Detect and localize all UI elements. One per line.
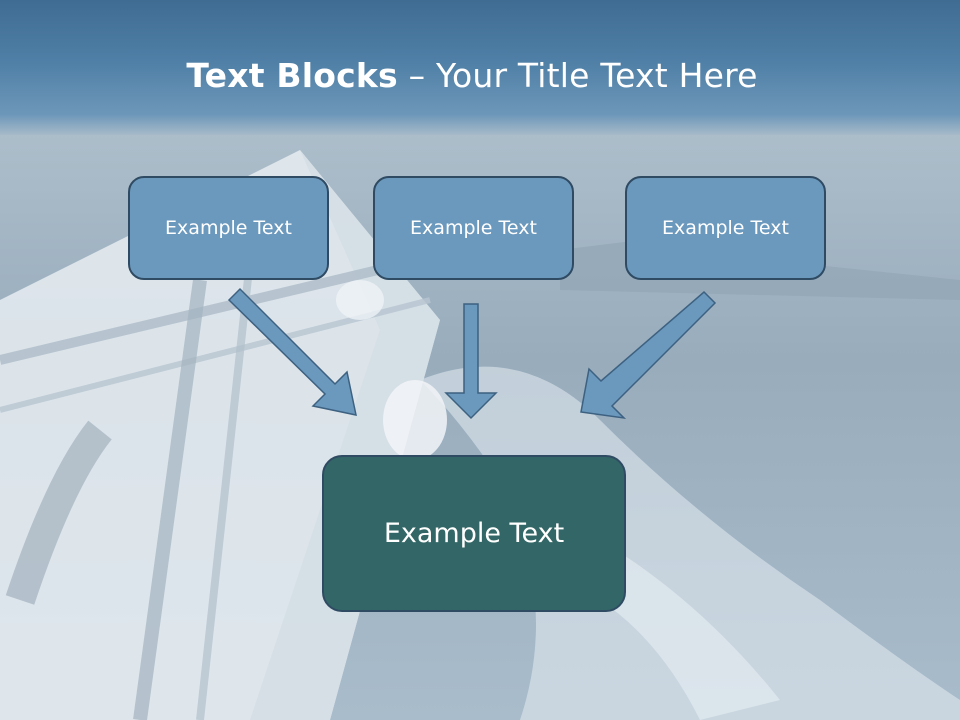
text-block-2[interactable]: Example Text — [373, 176, 574, 280]
text-block-1[interactable]: Example Text — [128, 176, 329, 280]
target-text-block[interactable]: Example Text — [322, 455, 626, 612]
title-bold-text: Text Blocks — [186, 56, 398, 95]
slide-title: Text Blocks – Your Title Text Here — [0, 56, 944, 95]
title-bar — [0, 0, 960, 135]
text-block-3[interactable]: Example Text — [625, 176, 826, 280]
arrow-center-icon — [444, 303, 498, 420]
title-rest-text: Your Title Text Here — [435, 56, 758, 95]
arrow-right-icon — [580, 290, 717, 420]
arrow-left-icon — [227, 287, 357, 416]
title-dash: – — [397, 56, 436, 95]
